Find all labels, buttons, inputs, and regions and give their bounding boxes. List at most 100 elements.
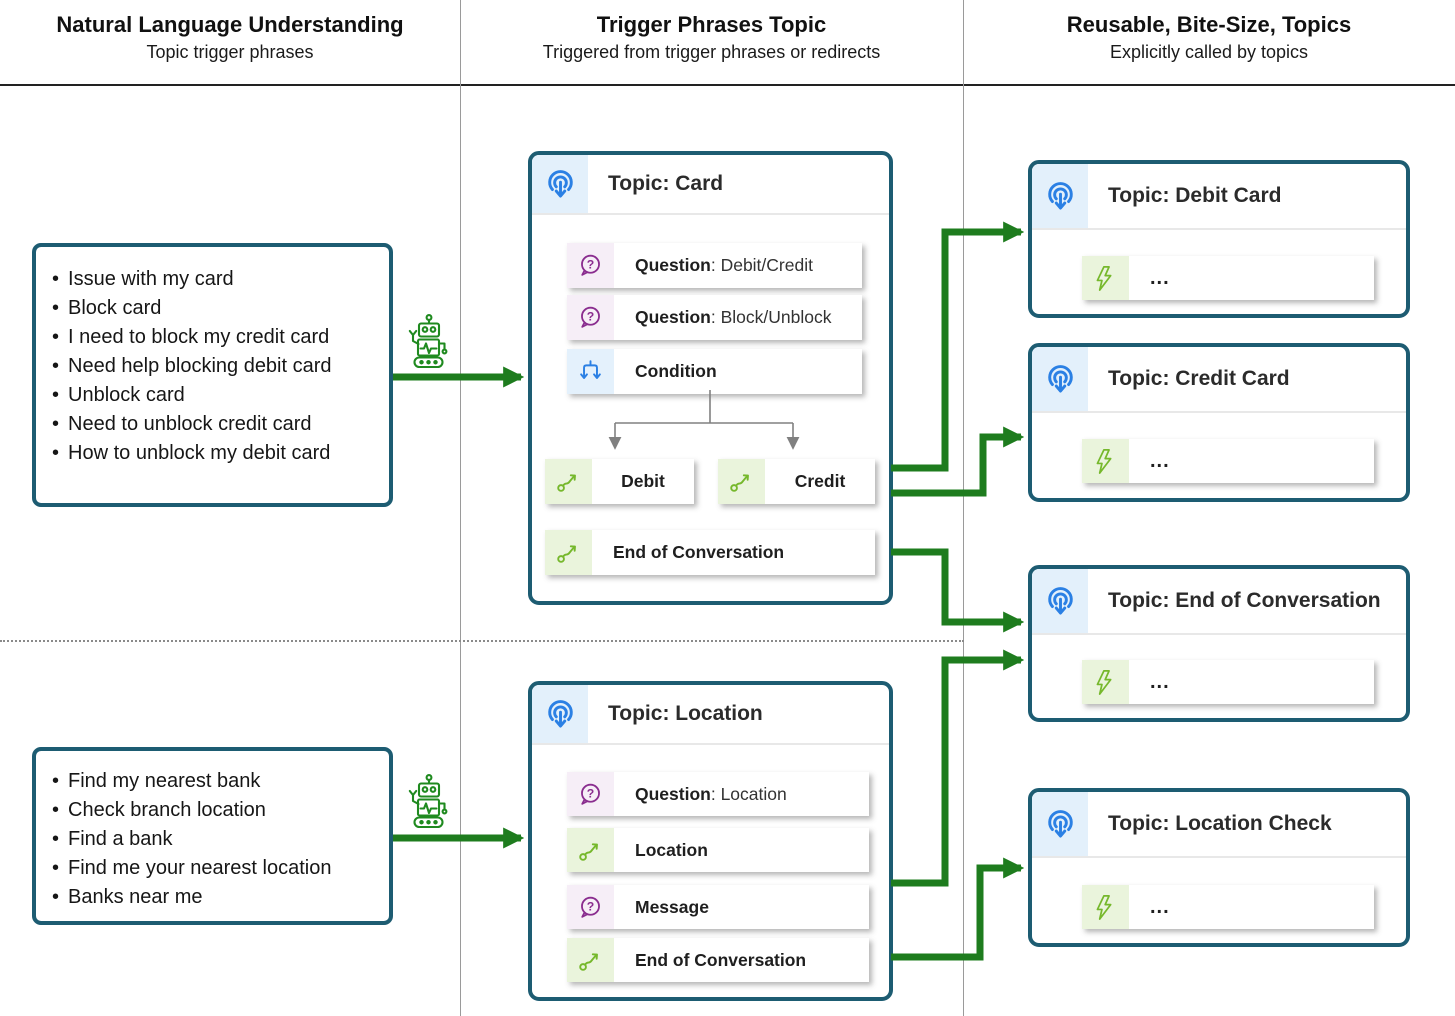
node-question-block-unblock: Question: Block/Unblock — [567, 295, 862, 340]
question-icon — [567, 885, 614, 929]
topic-header: Topic: Location Check — [1032, 792, 1406, 858]
node-redirect-credit: Credit — [718, 459, 875, 504]
phrase-item: Unblock card — [52, 381, 379, 410]
topic-trigger-icon — [532, 155, 588, 213]
question-icon — [567, 772, 614, 816]
node-redirect-end-of-conversation: End of Conversation — [567, 938, 869, 982]
node-question-debit-credit: Question: Debit/Credit — [567, 243, 862, 288]
lightning-action-icon — [1082, 256, 1129, 300]
node-label: Condition — [635, 361, 717, 381]
column-title: Trigger Phrases Topic — [596, 12, 827, 37]
topic-card-credit-card: Topic: Credit Card ... — [1028, 343, 1410, 502]
node-label: ... — [1150, 895, 1170, 918]
node-label: Question: Debit/Credit — [635, 255, 813, 275]
node-label: Question: Block/Unblock — [635, 307, 832, 327]
connector-card-to-end-of-conversation — [891, 548, 1025, 633]
topic-card-debit-card: Topic: Debit Card ... — [1028, 160, 1410, 318]
topic-title: Topic: Card — [608, 172, 724, 195]
column-subtitle: Topic trigger phrases — [146, 42, 314, 62]
connector-credit-to-credit-card — [891, 426, 1025, 497]
node-label: Location — [635, 839, 708, 860]
trigger-phrases-box-card: Issue with my card Block card I need to … — [32, 243, 393, 507]
phrase-item: Need to unblock credit card — [52, 410, 379, 439]
node-action-ellipsis: ... — [1082, 660, 1374, 704]
robot-icon — [404, 772, 452, 832]
connector-debit-to-debit-card — [891, 221, 1025, 472]
node-redirect-end-of-conversation: End of Conversation — [545, 530, 875, 575]
node-question-location: Question: Location — [567, 772, 869, 816]
phrase-list: Find my nearest bank Check branch locati… — [36, 751, 389, 912]
topic-header: Topic: Debit Card — [1032, 164, 1406, 230]
section-divider-dotted — [0, 640, 964, 642]
topic-card-location-check: Topic: Location Check ... — [1028, 788, 1410, 947]
connector-location-to-end-of-conversation — [891, 649, 1025, 887]
topic-card-location: Topic: Location Question: Location Locat… — [528, 681, 893, 1001]
phrase-item: Block card — [52, 294, 379, 323]
column-header-trigger-topic: Trigger Phrases Topic Triggered from tri… — [460, 0, 963, 84]
node-label: Message — [635, 896, 709, 917]
go-to-topic-icon — [567, 828, 614, 872]
node-message: Message — [567, 885, 869, 929]
condition-icon — [567, 349, 614, 394]
phrase-item: Check branch location — [52, 796, 379, 825]
go-to-topic-icon — [718, 459, 765, 504]
phrase-item: How to unblock my debit card — [52, 439, 379, 468]
phrase-item: Find a bank — [52, 825, 379, 854]
node-redirect-debit: Debit — [545, 459, 694, 504]
topic-card-card: Topic: Card Question: Debit/Credit Quest… — [528, 151, 893, 605]
topic-trigger-icon — [1032, 569, 1088, 633]
phrase-item: Banks near me — [52, 883, 379, 912]
lightning-action-icon — [1082, 885, 1129, 929]
topic-trigger-icon — [1032, 347, 1088, 411]
topic-header: Topic: End of Conversation — [1032, 569, 1406, 635]
phrase-item: Need help blocking debit card — [52, 352, 379, 381]
node-label: End of Conversation — [635, 949, 807, 970]
column-header-reusable-topics: Reusable, Bite-Size, Topics Explicitly c… — [963, 0, 1455, 84]
question-icon — [567, 243, 614, 288]
topic-title: Topic: Debit Card — [1108, 184, 1282, 207]
topic-header: Topic: Location — [532, 685, 889, 745]
question-icon — [567, 295, 614, 340]
node-label: Debit — [621, 471, 665, 491]
phrase-item: Find me your nearest location — [52, 854, 379, 883]
node-label: Credit — [794, 471, 846, 491]
column-divider-1 — [460, 0, 461, 1016]
go-to-topic-icon — [545, 459, 592, 504]
node-label: ... — [1150, 266, 1170, 289]
node-label: End of Conversation — [613, 542, 785, 562]
phrase-item: I need to block my credit card — [52, 323, 379, 352]
node-condition: Condition — [567, 349, 862, 394]
connector-location-to-location-check — [891, 857, 1025, 961]
topic-title: Topic: Location — [608, 702, 763, 725]
node-label: Question: Location — [635, 783, 787, 804]
node-redirect-location: Location — [567, 828, 869, 872]
lightning-action-icon — [1082, 660, 1129, 704]
column-divider-2 — [963, 0, 964, 1016]
node-action-ellipsis: ... — [1082, 256, 1374, 300]
phrase-item: Issue with my card — [52, 265, 379, 294]
lightning-action-icon — [1082, 439, 1129, 483]
go-to-topic-icon — [545, 530, 592, 575]
node-label: ... — [1150, 670, 1170, 693]
topic-header: Topic: Card — [532, 155, 889, 215]
node-action-ellipsis: ... — [1082, 885, 1374, 929]
topic-trigger-icon — [532, 685, 588, 743]
column-subtitle: Triggered from trigger phrases or redire… — [542, 42, 881, 62]
column-title: Natural Language Understanding — [56, 12, 404, 37]
column-header-nlu: Natural Language Understanding Topic tri… — [0, 0, 460, 84]
topic-header: Topic: Credit Card — [1032, 347, 1406, 413]
topic-card-end-of-conversation: Topic: End of Conversation ... — [1028, 565, 1410, 722]
phrase-list: Issue with my card Block card I need to … — [36, 247, 389, 468]
go-to-topic-icon — [567, 938, 614, 982]
header-rule — [0, 84, 1455, 86]
topic-title: Topic: Credit Card — [1108, 367, 1290, 390]
topic-trigger-icon — [1032, 792, 1088, 856]
column-title: Reusable, Bite-Size, Topics — [1066, 12, 1352, 37]
topic-title: Topic: End of Conversation — [1108, 589, 1381, 612]
trigger-phrases-box-location: Find my nearest bank Check branch locati… — [32, 747, 393, 925]
column-subtitle: Explicitly called by topics — [1109, 42, 1309, 62]
topic-title: Topic: Location Check — [1108, 812, 1332, 835]
node-label: ... — [1150, 449, 1170, 472]
robot-icon — [404, 312, 452, 372]
